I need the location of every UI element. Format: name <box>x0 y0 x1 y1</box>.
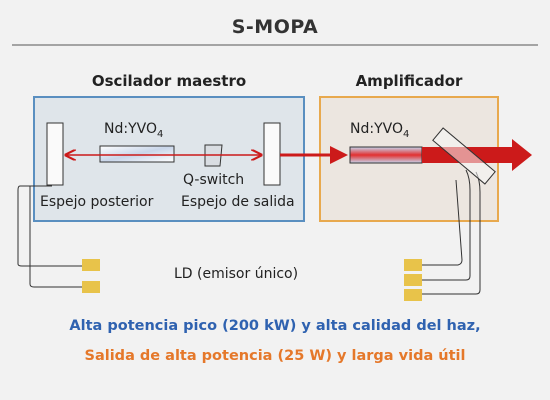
ld-pad <box>82 259 100 271</box>
amplifier-crystal-label: Nd:YVO4 <box>350 121 410 140</box>
turning-mirror <box>432 127 496 185</box>
ld-wire <box>422 179 463 266</box>
ld-pad <box>404 289 422 301</box>
ld-label: LD (emisor único) <box>174 266 299 282</box>
output-beam-arrowhead <box>330 146 348 164</box>
ld-pad <box>404 274 422 286</box>
oscillator-crystal-label: Nd:YVO4 <box>104 121 164 140</box>
oscillator-header: Oscilador maestro <box>91 72 247 90</box>
ld-wire <box>17 185 82 267</box>
caption-line-1: Alta potencia pico (200 kW) y alta calid… <box>69 318 481 334</box>
ld-pad <box>82 281 100 293</box>
output-mirror-label: Espejo de salida <box>181 194 295 210</box>
ld-pad <box>404 259 422 271</box>
rear-mirror <box>46 122 64 186</box>
rear-mirror-label: Espejo posterior <box>40 194 154 210</box>
amplifier-header: Amplificador <box>355 72 463 90</box>
ld-wire <box>29 185 82 288</box>
qswitch-label: Q-switch <box>183 172 245 188</box>
amplified-beam-arrowhead <box>512 139 532 171</box>
diagram-title: S-MOPA <box>231 16 319 38</box>
oscillator-crystal <box>99 145 175 163</box>
amplifier-crystal <box>349 146 423 164</box>
output-mirror <box>263 122 281 186</box>
ld-wire <box>422 169 471 281</box>
caption-line-2: Salida de alta potencia (25 W) y larga v… <box>84 348 466 364</box>
